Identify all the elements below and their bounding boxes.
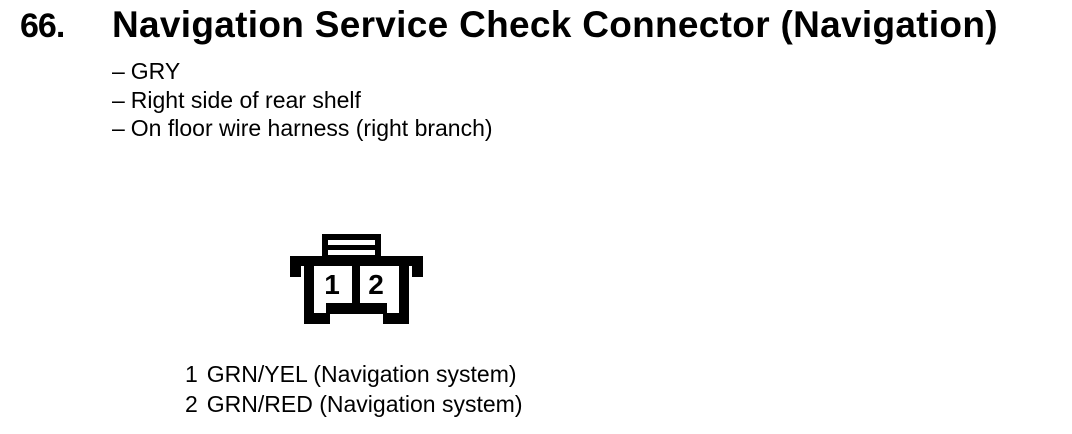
dash-bullet: – — [112, 86, 125, 113]
dash-bullet: – — [112, 58, 125, 84]
connector-body-outline — [290, 256, 423, 324]
detail-harness-text: On floor wire harness (right branch) — [130, 115, 493, 141]
pin-cavity-2-label: 2 — [368, 269, 384, 300]
detail-location-text: Right side of rear shelf — [130, 86, 361, 113]
detail-color-text: GRY — [130, 58, 181, 84]
legend-pin-number: 2 — [185, 391, 198, 417]
legend-wire-label: GRN/RED (Navigation system) — [206, 391, 523, 417]
detail-location: –Right side of rear shelf — [112, 86, 493, 115]
item-number: 66. — [20, 7, 65, 45]
connector-details: –GRY –Right side of rear shelf –On floor… — [112, 57, 493, 143]
legend-pin-number: 1 — [185, 361, 198, 387]
connector-diagram: 1 2 — [283, 228, 438, 330]
pin-cavity-1-label: 1 — [324, 269, 340, 300]
connector-drawing-icon: 1 2 — [290, 234, 423, 324]
pin-legend: 1 GRN/YEL (Navigation system) 2 GRN/RED (N… — [185, 359, 522, 419]
dash-bullet: – — [112, 115, 125, 141]
detail-harness: –On floor wire harness (right branch) — [112, 114, 493, 143]
page-title: Navigation Service Check Connector (Navi… — [112, 4, 998, 45]
connector-latch — [322, 234, 381, 257]
legend-row-1: 1 GRN/YEL (Navigation system) — [185, 359, 522, 389]
legend-wire-label: GRN/YEL (Navigation system) — [206, 361, 517, 387]
legend-row-2: 2 GRN/RED (Navigation system) — [185, 389, 522, 419]
detail-color: –GRY — [112, 57, 493, 86]
